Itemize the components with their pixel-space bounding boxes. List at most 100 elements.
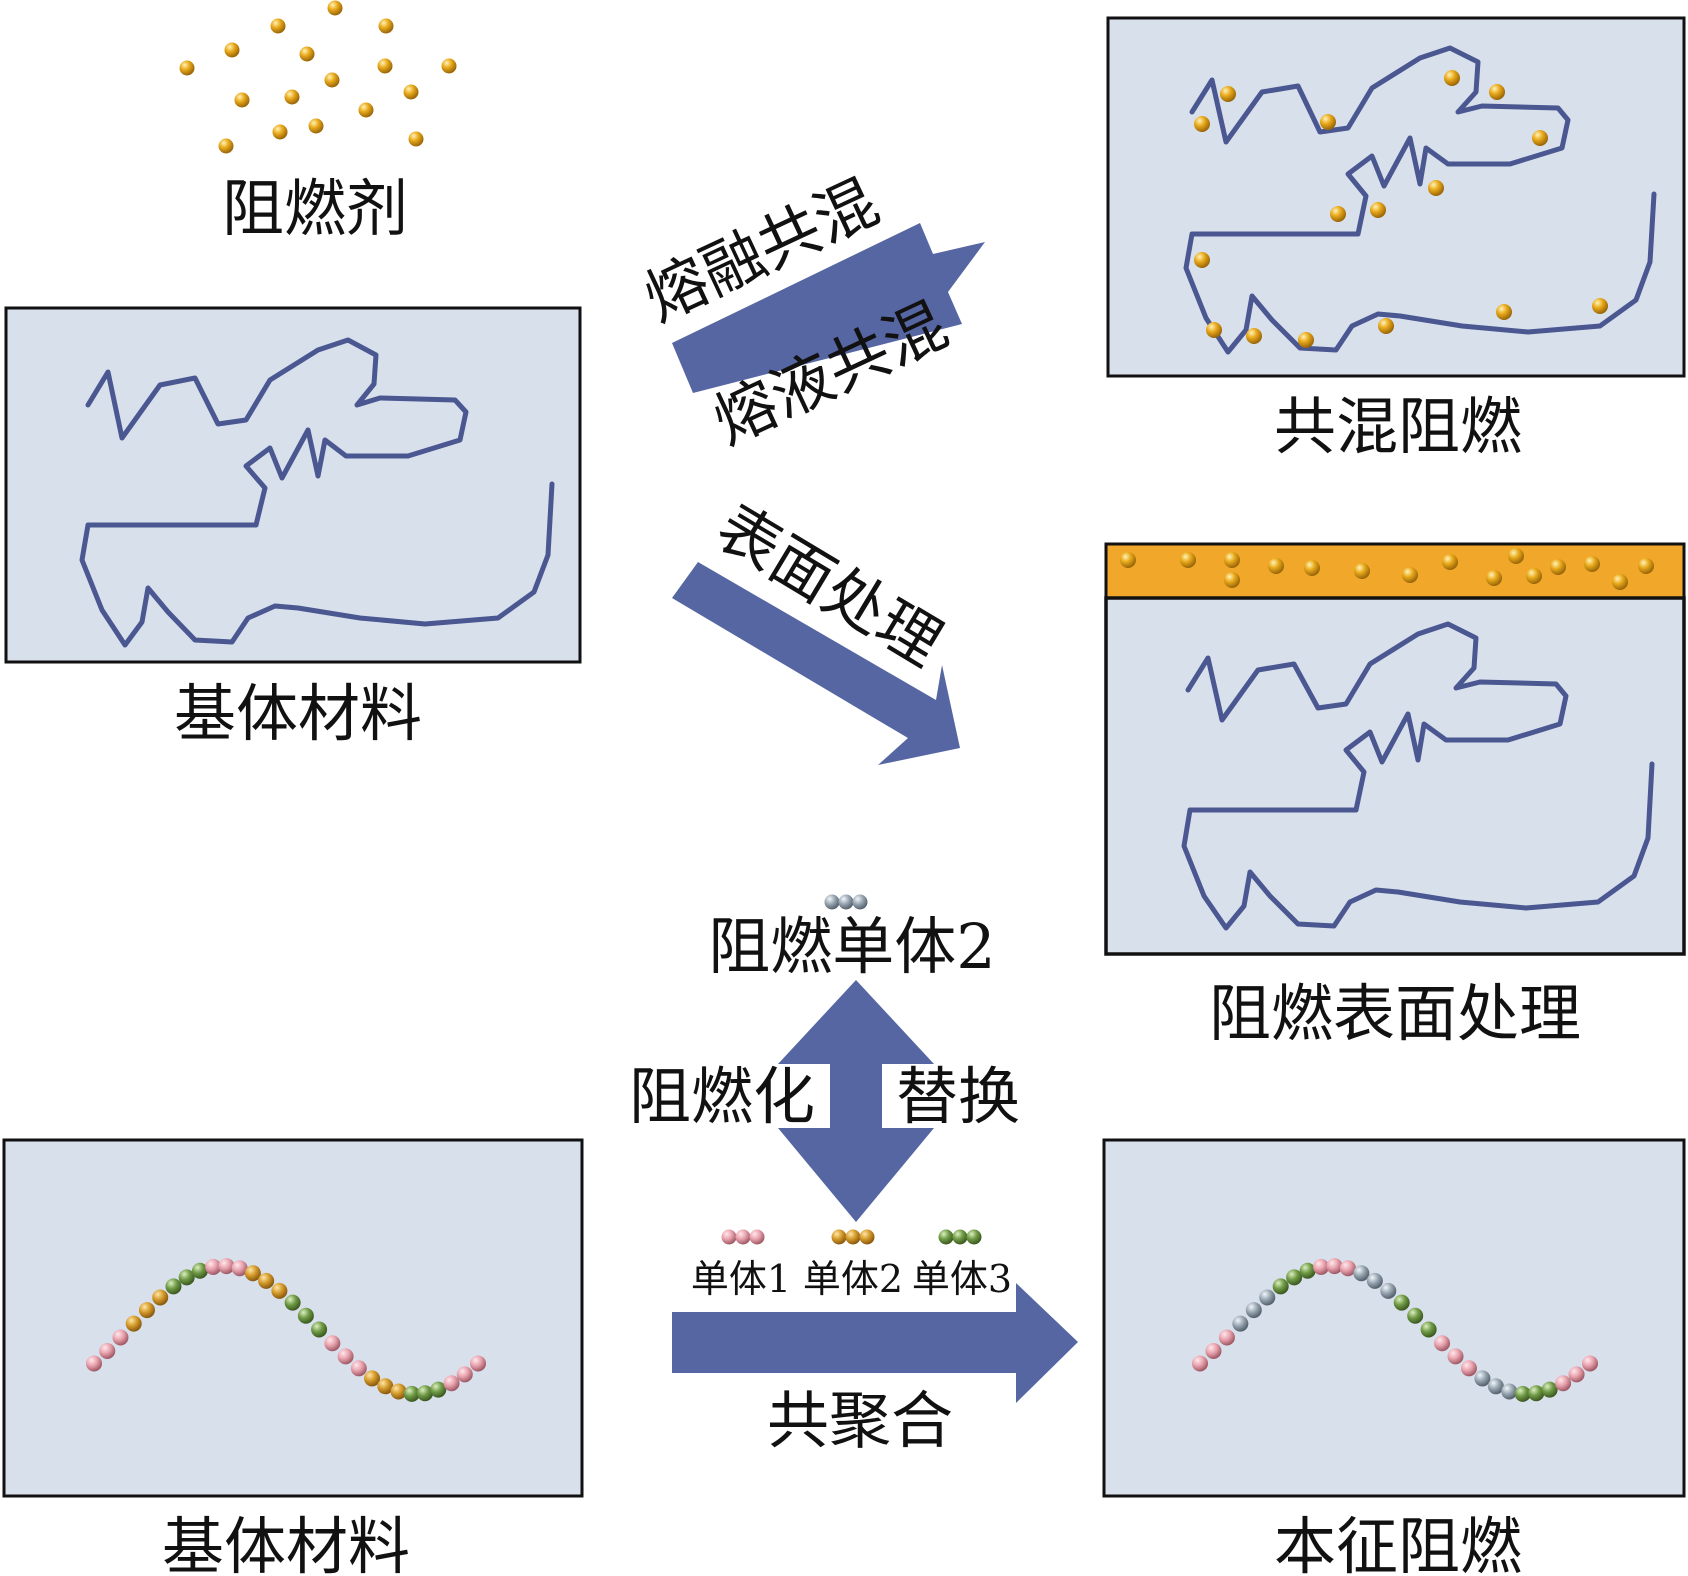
surface-coating-layer	[1104, 542, 1686, 600]
chain-bead	[1218, 1329, 1235, 1346]
flame-retardant-particle	[378, 18, 394, 34]
chain-bead	[430, 1381, 447, 1398]
label-replacement: 替换	[896, 1060, 1020, 1133]
chain-bead	[1528, 1385, 1545, 1402]
label-fr-monomer-2: 阻燃单体2	[708, 910, 995, 983]
monomer-3-bead	[952, 1229, 968, 1245]
chain-bead	[390, 1383, 407, 1400]
chain-bead	[1407, 1307, 1424, 1324]
chain-bead	[417, 1385, 434, 1402]
chain-bead	[244, 1265, 261, 1282]
matrix-material-panel-bottom	[2, 1138, 584, 1498]
chain-bead	[311, 1321, 328, 1338]
chain-bead	[191, 1262, 208, 1279]
monomer-2-bead	[845, 1229, 861, 1245]
flame-retardant-particle	[403, 84, 419, 100]
flame-retardant-particle	[308, 118, 324, 134]
flame-retardant-particle	[1489, 84, 1505, 100]
flame-retardant-particle	[441, 58, 457, 74]
monomer-1-bead	[735, 1229, 751, 1245]
flame-retardant-particle	[284, 89, 300, 105]
chain-bead	[403, 1385, 420, 1402]
chain-bead	[350, 1360, 367, 1377]
label-monomer-2: 单体2	[803, 1257, 903, 1301]
embedded-flame-retardant-particles	[1194, 70, 1608, 348]
chain-bead	[1299, 1262, 1316, 1279]
label-matrix-material-top: 基体材料	[174, 677, 422, 750]
coating-flame-retardant-particles	[1120, 548, 1654, 590]
flame-retardant-particle	[299, 46, 315, 62]
monomer-beads	[721, 1229, 982, 1245]
copolymer-chain-flame-retardant	[1192, 1258, 1598, 1402]
arrow-surface-treatment	[672, 562, 960, 765]
label-matrix-material-bottom: 基体材料	[162, 1510, 410, 1576]
flame-retardant-particle	[224, 42, 240, 58]
coating-particle	[1584, 556, 1600, 572]
chain-bead	[86, 1355, 102, 1372]
coating-particle	[1224, 572, 1240, 588]
chain-bead	[138, 1302, 155, 1319]
chain-bead	[1460, 1360, 1477, 1377]
fr-monomer-2-beads	[824, 894, 868, 910]
chain-bead	[178, 1269, 195, 1286]
flame-retardant-particles	[179, 0, 457, 154]
monomer-1-bead	[721, 1229, 737, 1245]
flame-retardant-particle	[272, 124, 288, 140]
flame-retardant-particle	[1194, 252, 1210, 268]
flame-retardant-particle	[1330, 206, 1346, 222]
flame-retardant-particle	[1444, 70, 1460, 86]
chain-bead	[1501, 1383, 1518, 1400]
chain-bead	[99, 1342, 116, 1359]
label-copolymerization: 共聚合	[767, 1384, 953, 1457]
copolymer-chain-original	[86, 1258, 486, 1402]
chain-bead	[1259, 1289, 1276, 1306]
flame-retardant-particle	[234, 92, 250, 108]
monomer-2-bead	[831, 1229, 847, 1245]
coating-particle	[1120, 552, 1136, 568]
flame-retardant-particle	[327, 0, 343, 16]
chain-bead	[337, 1348, 354, 1365]
chain-bead	[218, 1258, 235, 1275]
polymer-chain-surface-treated	[1181, 621, 1655, 931]
chain-bead	[1205, 1342, 1222, 1359]
monomer-2-bead	[859, 1229, 875, 1245]
fr-monomer-2-bead	[824, 894, 840, 910]
chain-bead	[1272, 1278, 1289, 1295]
chain-bead	[1232, 1315, 1249, 1332]
chain-bead	[112, 1329, 129, 1346]
coating-particle	[1550, 559, 1566, 575]
label-monomer-3: 单体3	[912, 1257, 1012, 1301]
label-monomer-1: 单体1	[691, 1257, 791, 1301]
flame-retardant-particle	[1220, 86, 1236, 102]
label-flame-retardant: 阻燃剂	[222, 172, 408, 245]
polymer-chain-blended	[1183, 45, 1657, 355]
coating-particle	[1354, 563, 1370, 579]
coating-particle	[1526, 568, 1542, 584]
flame-retardant-particle	[1320, 114, 1336, 130]
coating-particle	[1442, 554, 1458, 570]
flame-retardant-particle	[324, 72, 340, 88]
flame-retardant-particle	[408, 131, 424, 147]
flame-retardant-particle	[1194, 116, 1210, 132]
chain-bead	[271, 1282, 288, 1299]
chain-bead	[165, 1278, 182, 1295]
chain-bead	[1353, 1265, 1370, 1282]
chain-bead	[324, 1335, 341, 1352]
chain-bead	[443, 1375, 460, 1392]
chain-bead	[1326, 1258, 1343, 1275]
chain-bead	[1541, 1381, 1558, 1398]
arrow-copolymerization	[672, 1283, 1078, 1403]
flame-retardant-particle	[1428, 180, 1444, 196]
flame-retardant-particle	[1592, 298, 1608, 314]
chain-bead	[258, 1272, 275, 1289]
chain-bead	[1366, 1272, 1383, 1289]
flame-retardant-particle	[358, 102, 374, 118]
chain-bead	[1434, 1335, 1451, 1352]
polymer-chain-top-left	[79, 337, 555, 648]
chain-bead	[1555, 1375, 1572, 1392]
flame-retardant-particle	[1378, 318, 1394, 334]
chain-bead	[1339, 1260, 1356, 1277]
flame-retardant-particle	[1532, 130, 1548, 146]
coating-particle	[1268, 558, 1284, 574]
